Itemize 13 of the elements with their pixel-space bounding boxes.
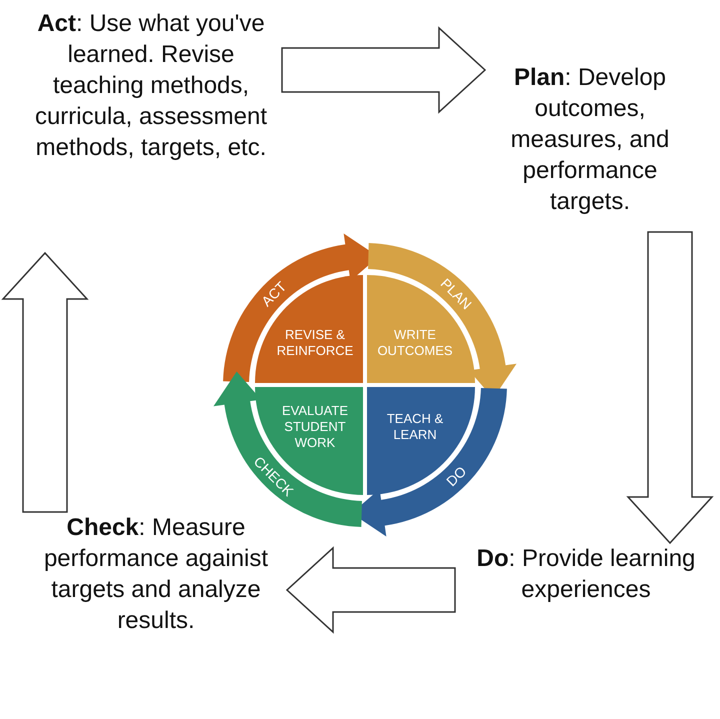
quadrant-label: WRITE OUTCOMES	[369, 327, 461, 359]
quadrant-label: REVISE & REINFORCE	[269, 327, 361, 359]
block-arrow	[1, 252, 89, 513]
edge-label: DO	[443, 463, 470, 490]
block-arrow	[281, 26, 486, 114]
block-arrow	[626, 231, 714, 544]
step-description: Act: Use what you've learned. Revise teaching methods, curricula, assessment methods, targets, etc.	[20, 8, 282, 163]
ring-arrow	[214, 372, 362, 527]
step-description: Check: Measure performance againist targets and analyze results.	[25, 512, 287, 636]
step-description: Plan: Develop outcomes, measures, and performance targets.	[485, 62, 695, 217]
step-description: Do: Provide learning experiences	[455, 543, 717, 605]
block-arrow	[286, 546, 456, 634]
quadrant-label: TEACH & LEARN	[369, 411, 461, 443]
